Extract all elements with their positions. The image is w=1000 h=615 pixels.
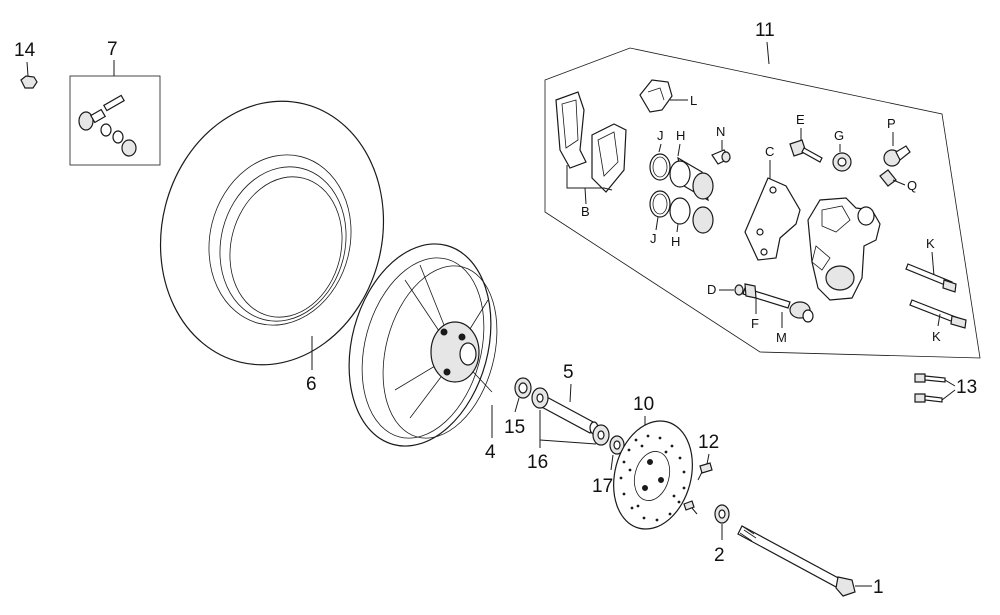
pad-spring: L — [639, 79, 697, 113]
callout-5: 5 — [563, 362, 574, 383]
caliper-assembly-outline — [544, 47, 981, 359]
callout-14: 14 — [14, 40, 36, 61]
part-7-valve-kit: 7 — [69, 39, 161, 166]
part-14-nut: 14 — [14, 40, 38, 89]
part-4-wheel-rim: 4 — [348, 243, 498, 463]
disc-outer — [613, 420, 693, 530]
label-f: F — [751, 316, 759, 331]
label-l: L — [690, 93, 697, 108]
label-h1: H — [676, 128, 685, 143]
tire-bead-outer — [208, 154, 352, 326]
caliper-body — [807, 197, 881, 301]
part-12-disc-bolts: 12 — [683, 432, 719, 515]
label-k1: K — [926, 236, 935, 251]
callout-2: 2 — [714, 545, 725, 566]
label-c: C — [765, 144, 774, 159]
hub-bore — [459, 342, 477, 366]
part-16-bearings: 16 — [527, 387, 610, 473]
label-k2: K — [932, 329, 941, 344]
label-b: B — [581, 204, 590, 219]
pad-pins: K K — [905, 236, 967, 344]
rim-inner — [382, 265, 498, 439]
disc-holes — [619, 434, 686, 522]
valve-ring-1 — [100, 123, 112, 137]
part-13-caliper-bolts: 13 — [914, 373, 977, 403]
disc-hub — [633, 451, 671, 501]
brake-pads: B — [555, 91, 627, 219]
label-n: N — [716, 124, 725, 139]
tire-bead-inner — [219, 166, 347, 322]
seals-and-pistons: J H J H — [649, 128, 714, 249]
label-m: M — [776, 330, 787, 345]
part-11-brake-caliper-assembly: 11 B L J H — [544, 20, 981, 359]
part-10-brake-disc: 10 — [613, 394, 693, 530]
slide-pin-f: D F M — [707, 282, 814, 345]
bleeder-screw: P Q — [879, 116, 917, 193]
callout-12: 12 — [698, 432, 719, 453]
label-j1: J — [657, 128, 664, 143]
callout-6: 6 — [306, 374, 317, 395]
callout-7: 7 — [107, 39, 118, 60]
slide-pin-e: E — [789, 112, 823, 163]
caliper-bracket: C — [744, 144, 801, 261]
part-17-seal: 17 — [592, 435, 625, 497]
rim-lip — [361, 257, 485, 439]
label-e: E — [796, 112, 805, 127]
label-d: D — [707, 282, 716, 297]
callout-4: 4 — [485, 442, 496, 463]
label-g: G — [834, 128, 844, 143]
tire-inner-edge — [229, 176, 343, 318]
valve-ring-2 — [112, 130, 124, 144]
part-15-bearing: 15 — [504, 377, 532, 438]
callout-13: 13 — [956, 377, 977, 398]
part-2-axle-nut: 2 — [714, 504, 730, 566]
label-h2: H — [671, 234, 680, 249]
callout-16: 16 — [527, 452, 548, 473]
rubber-boot-g: G — [832, 128, 852, 172]
callout-11: 11 — [755, 20, 775, 41]
part-1-axle-bolt: 1 — [737, 525, 884, 598]
part-6-tire: 6 — [159, 100, 385, 395]
callout-17: 17 — [592, 476, 613, 497]
label-j2: J — [650, 231, 657, 246]
rim-outer — [348, 243, 492, 447]
label-p: P — [887, 116, 896, 131]
callout-10: 10 — [633, 394, 654, 415]
callout-1: 1 — [873, 577, 884, 598]
valve-cap — [121, 139, 137, 157]
valve-stem — [78, 94, 125, 131]
label-q: Q — [907, 178, 917, 193]
bleeder-cap: N — [711, 124, 731, 165]
wheel-hub — [430, 321, 480, 383]
tire-outer — [159, 100, 385, 366]
valve-kit-box — [69, 75, 161, 166]
callout-15: 15 — [504, 417, 525, 438]
